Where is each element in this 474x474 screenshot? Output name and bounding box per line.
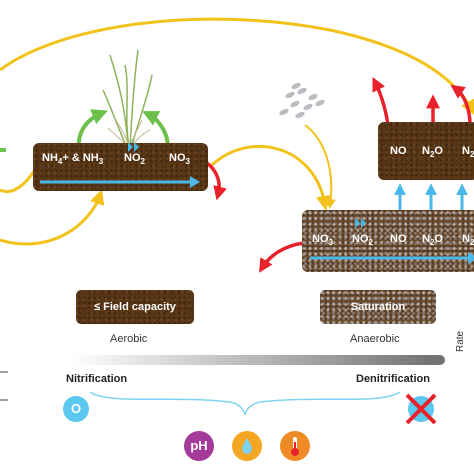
cross-icon [405,393,437,425]
aerobic-caption: Aerobic [110,333,148,345]
species-n2o-saturated: N2O [422,233,443,248]
species-no-saturated: NO [390,233,407,245]
thermometer-glyph-icon [291,437,299,456]
process-gradient-bar [70,355,445,365]
saturated-double-chevron-icon [355,218,366,228]
species-no2-aerobic: NO2 [124,152,145,167]
plant-icon [102,49,153,149]
denitrification-label: Denitrification [356,373,430,385]
aerobic-double-chevron-icon [128,142,139,152]
red-arrow-saturated-leaching [259,241,306,273]
yellow-cycle-arrow-top [0,17,474,116]
yellow-arrow-left-lower [0,189,105,246]
species-no2-saturated: NO2 [352,233,373,248]
red-arrow-n2 [450,84,472,126]
species-no3-aerobic: NO3 [169,152,190,167]
droplet-glyph-icon [242,438,252,454]
ph-icon: pH [184,431,214,461]
red-arrow-no [372,76,390,126]
yellow-arrow-to-saturation [210,144,331,211]
species-nh4-nh3: NH4+ & NH3 [42,152,104,167]
oxygen-icon: O [63,396,89,422]
water-droplet-icon [232,431,262,461]
saturated-flow-arrow [310,252,474,264]
yellow-arrow-top-down [304,35,350,125]
yellow-arrow-from-seeds [304,124,336,209]
rate-axis-label: Rate [455,330,466,352]
species-no3-saturated: NO3 [312,233,333,248]
species-no-emission: NO [390,145,407,157]
emission-soil-box [378,122,474,180]
saturation-badge: Saturation [320,290,436,324]
species-n2-emission: N2 [462,145,474,160]
nitrification-label: Nitrification [66,373,128,385]
species-n2-saturated: N2 [462,233,474,248]
thermometer-icon [280,431,310,461]
saturated-soil-box [302,210,474,272]
seed-granules-icon [279,82,325,119]
aerobic-flow-arrow [40,176,200,188]
field-capacity-badge: ≤ Field capacity [76,290,194,324]
anaerobic-caption: Anaerobic [350,333,400,345]
species-n2o-emission: N2O [422,145,443,160]
factor-brace [89,391,401,416]
